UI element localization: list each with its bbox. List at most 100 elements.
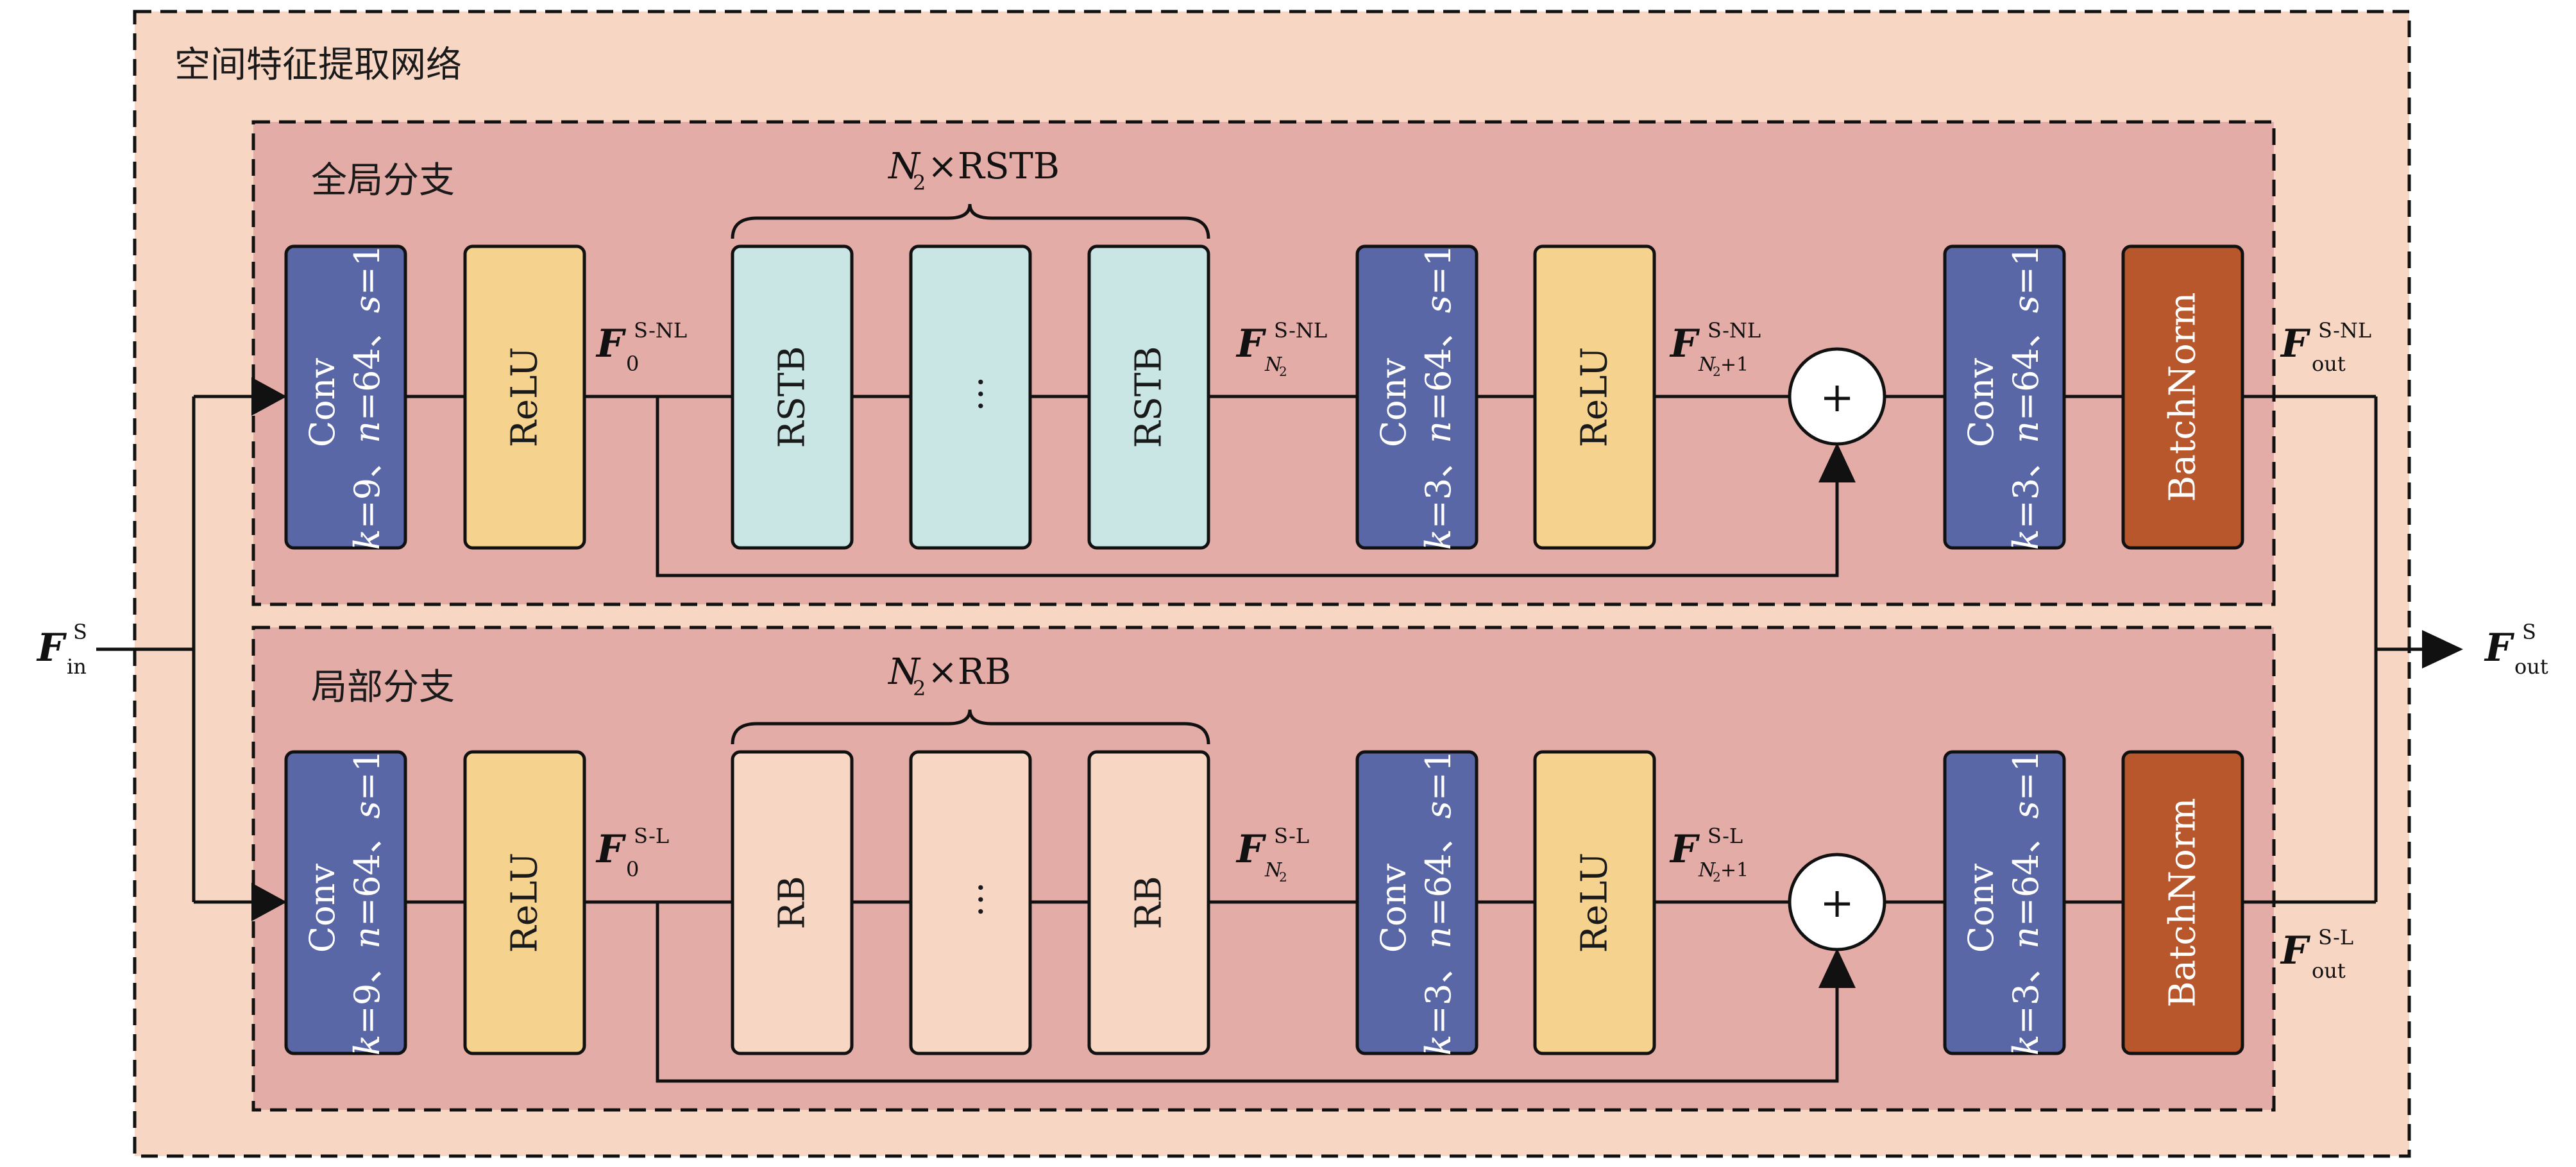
svg-text:S-L: S-L bbox=[634, 824, 669, 848]
svg-text:Conv k=3、n=64、s=1: Conv k=3、n=64、s=1 bbox=[1961, 750, 2046, 1055]
global-ellipsis-block: … bbox=[909, 244, 1032, 550]
svg-text:RSTB: RSTB bbox=[772, 346, 813, 448]
local-branch-frame bbox=[251, 626, 2276, 1112]
global-add-node: + bbox=[1788, 347, 1886, 446]
svg-text:2: 2 bbox=[1713, 364, 1721, 379]
local-conv2-block: Conv k=3、n=64、s=1 bbox=[1355, 750, 1479, 1055]
svg-text:F: F bbox=[2280, 321, 2311, 366]
svg-text:×RSTB: ×RSTB bbox=[928, 146, 1060, 187]
svg-text:S: S bbox=[2522, 620, 2536, 644]
svg-text:RB: RB bbox=[1128, 876, 1170, 929]
global-conv1-name: Conv bbox=[302, 358, 343, 448]
svg-text:Conv k=3、n=64、s=1: Conv k=3、n=64、s=1 bbox=[1373, 750, 1459, 1055]
svg-text:in: in bbox=[67, 654, 87, 679]
local-fn21-label: F S-L N 2 +1 bbox=[1669, 824, 1749, 885]
local-conv1-block: Conv k=9、n=64、s=1 bbox=[284, 750, 407, 1055]
local-fn2-label: F S-L N 2 bbox=[1235, 824, 1309, 885]
local-relu2-block: ReLU bbox=[1533, 750, 1656, 1055]
svg-text:N: N bbox=[1264, 859, 1283, 882]
svg-text:out: out bbox=[2312, 352, 2346, 376]
svg-text:2: 2 bbox=[1713, 869, 1721, 885]
svg-text:F: F bbox=[1235, 827, 1267, 872]
local-conv1-name: Conv bbox=[302, 864, 343, 953]
global-conv1-block: Conv k=9、n=64、s=1 bbox=[284, 244, 407, 550]
input-feature-label: F S in bbox=[36, 620, 87, 679]
global-group-label: N 2 ×RSTB bbox=[887, 146, 1060, 195]
svg-text:Conv k=3、n=64、s=1: Conv k=3、n=64、s=1 bbox=[1961, 244, 2046, 550]
svg-text:0: 0 bbox=[626, 857, 639, 882]
connection-lines bbox=[96, 203, 2454, 1083]
svg-text:+: + bbox=[1820, 374, 1854, 422]
local-conv3-block: Conv k=3、n=64、s=1 bbox=[1943, 750, 2066, 1055]
svg-text:ReLU: ReLU bbox=[504, 853, 546, 953]
local-fout-label: F S-L out bbox=[2280, 925, 2353, 983]
local-add-node: + bbox=[1788, 853, 1886, 951]
svg-text:S-L: S-L bbox=[2318, 925, 2353, 950]
svg-text:N: N bbox=[887, 146, 921, 187]
global-branch-title: 全局分支 bbox=[311, 160, 455, 201]
svg-text:2: 2 bbox=[913, 676, 926, 701]
svg-text:RB: RB bbox=[772, 876, 813, 929]
svg-text:+1: +1 bbox=[1720, 859, 1749, 882]
local-relu1-block: ReLU bbox=[463, 750, 586, 1055]
svg-text:×RB: ×RB bbox=[928, 651, 1011, 693]
svg-text:…: … bbox=[950, 882, 992, 917]
svg-text:Conv k=9、n=64、s=1: Conv k=9、n=64、s=1 bbox=[302, 750, 387, 1055]
global-conv2-name: Conv bbox=[1373, 358, 1414, 448]
svg-text:BatchNorm: BatchNorm bbox=[2162, 797, 2204, 1007]
local-batchnorm-block: BatchNorm bbox=[2121, 750, 2244, 1055]
local-conv3-name: Conv bbox=[1961, 864, 2001, 953]
svg-text:F: F bbox=[36, 626, 67, 670]
svg-text:F: F bbox=[595, 827, 627, 872]
svg-text:ReLU: ReLU bbox=[1574, 853, 1616, 953]
svg-text:Conv k=3、n=64、s=1: Conv k=3、n=64、s=1 bbox=[1373, 244, 1459, 550]
svg-text:F: F bbox=[595, 321, 627, 366]
svg-text:…: … bbox=[950, 376, 992, 412]
global-rstb-block-1: RSTB bbox=[731, 244, 854, 550]
svg-text:out: out bbox=[2312, 958, 2346, 983]
global-fn21-label: F S-NL N 2 +1 bbox=[1669, 318, 1761, 379]
svg-text:2: 2 bbox=[913, 171, 926, 195]
svg-text:RSTB: RSTB bbox=[1128, 346, 1170, 448]
svg-text:N: N bbox=[1698, 354, 1716, 376]
local-rb-block-2: RB bbox=[1087, 750, 1210, 1055]
arrow-into-global-plus bbox=[1818, 443, 1856, 482]
arrowheads bbox=[251, 377, 2463, 988]
svg-text:N: N bbox=[1264, 354, 1283, 376]
global-conv3-block: Conv k=3、n=64、s=1 bbox=[1943, 244, 2066, 550]
svg-text:BatchNorm: BatchNorm bbox=[2162, 292, 2204, 502]
svg-text:+1: +1 bbox=[1720, 354, 1749, 376]
global-fn2-label: F S-NL N 2 bbox=[1235, 318, 1327, 379]
local-conv2-name: Conv bbox=[1373, 864, 1414, 953]
svg-text:ReLU: ReLU bbox=[504, 347, 546, 448]
global-relu1-block: ReLU bbox=[463, 244, 586, 550]
global-conv3-name: Conv bbox=[1961, 358, 2001, 448]
global-conv2-block: Conv k=3、n=64、s=1 bbox=[1355, 244, 1479, 550]
svg-text:S: S bbox=[73, 620, 87, 644]
svg-text:2: 2 bbox=[1279, 364, 1287, 379]
svg-text:F: F bbox=[1235, 321, 1267, 366]
arrow-into-global-conv bbox=[251, 377, 287, 416]
svg-text:S-NL: S-NL bbox=[634, 318, 687, 343]
local-branch-title: 局部分支 bbox=[311, 667, 455, 708]
svg-text:S-NL: S-NL bbox=[1274, 318, 1327, 343]
global-rstb-block-2: RSTB bbox=[1087, 244, 1210, 550]
global-relu2-block: ReLU bbox=[1533, 244, 1656, 550]
global-f0-label: F S-NL 0 bbox=[595, 318, 687, 376]
global-fout-label: F S-NL out bbox=[2280, 318, 2371, 376]
local-rb-block-1: RB bbox=[731, 750, 854, 1055]
svg-text:0: 0 bbox=[626, 352, 639, 376]
svg-text:F: F bbox=[1669, 321, 1700, 366]
local-ellipsis-block: … bbox=[909, 750, 1032, 1055]
svg-text:out: out bbox=[2514, 654, 2548, 679]
global-branch-frame bbox=[251, 120, 2276, 606]
svg-text:+: + bbox=[1820, 880, 1854, 927]
svg-text:F: F bbox=[2280, 928, 2311, 973]
svg-text:S-L: S-L bbox=[1274, 824, 1309, 848]
svg-text:Conv k=9、n=64、s=1: Conv k=9、n=64、s=1 bbox=[302, 244, 387, 550]
svg-text:2: 2 bbox=[1279, 869, 1287, 885]
output-feature-label: F S out bbox=[2484, 620, 2548, 679]
svg-text:S-NL: S-NL bbox=[1707, 318, 1761, 343]
svg-text:F: F bbox=[1669, 827, 1700, 872]
